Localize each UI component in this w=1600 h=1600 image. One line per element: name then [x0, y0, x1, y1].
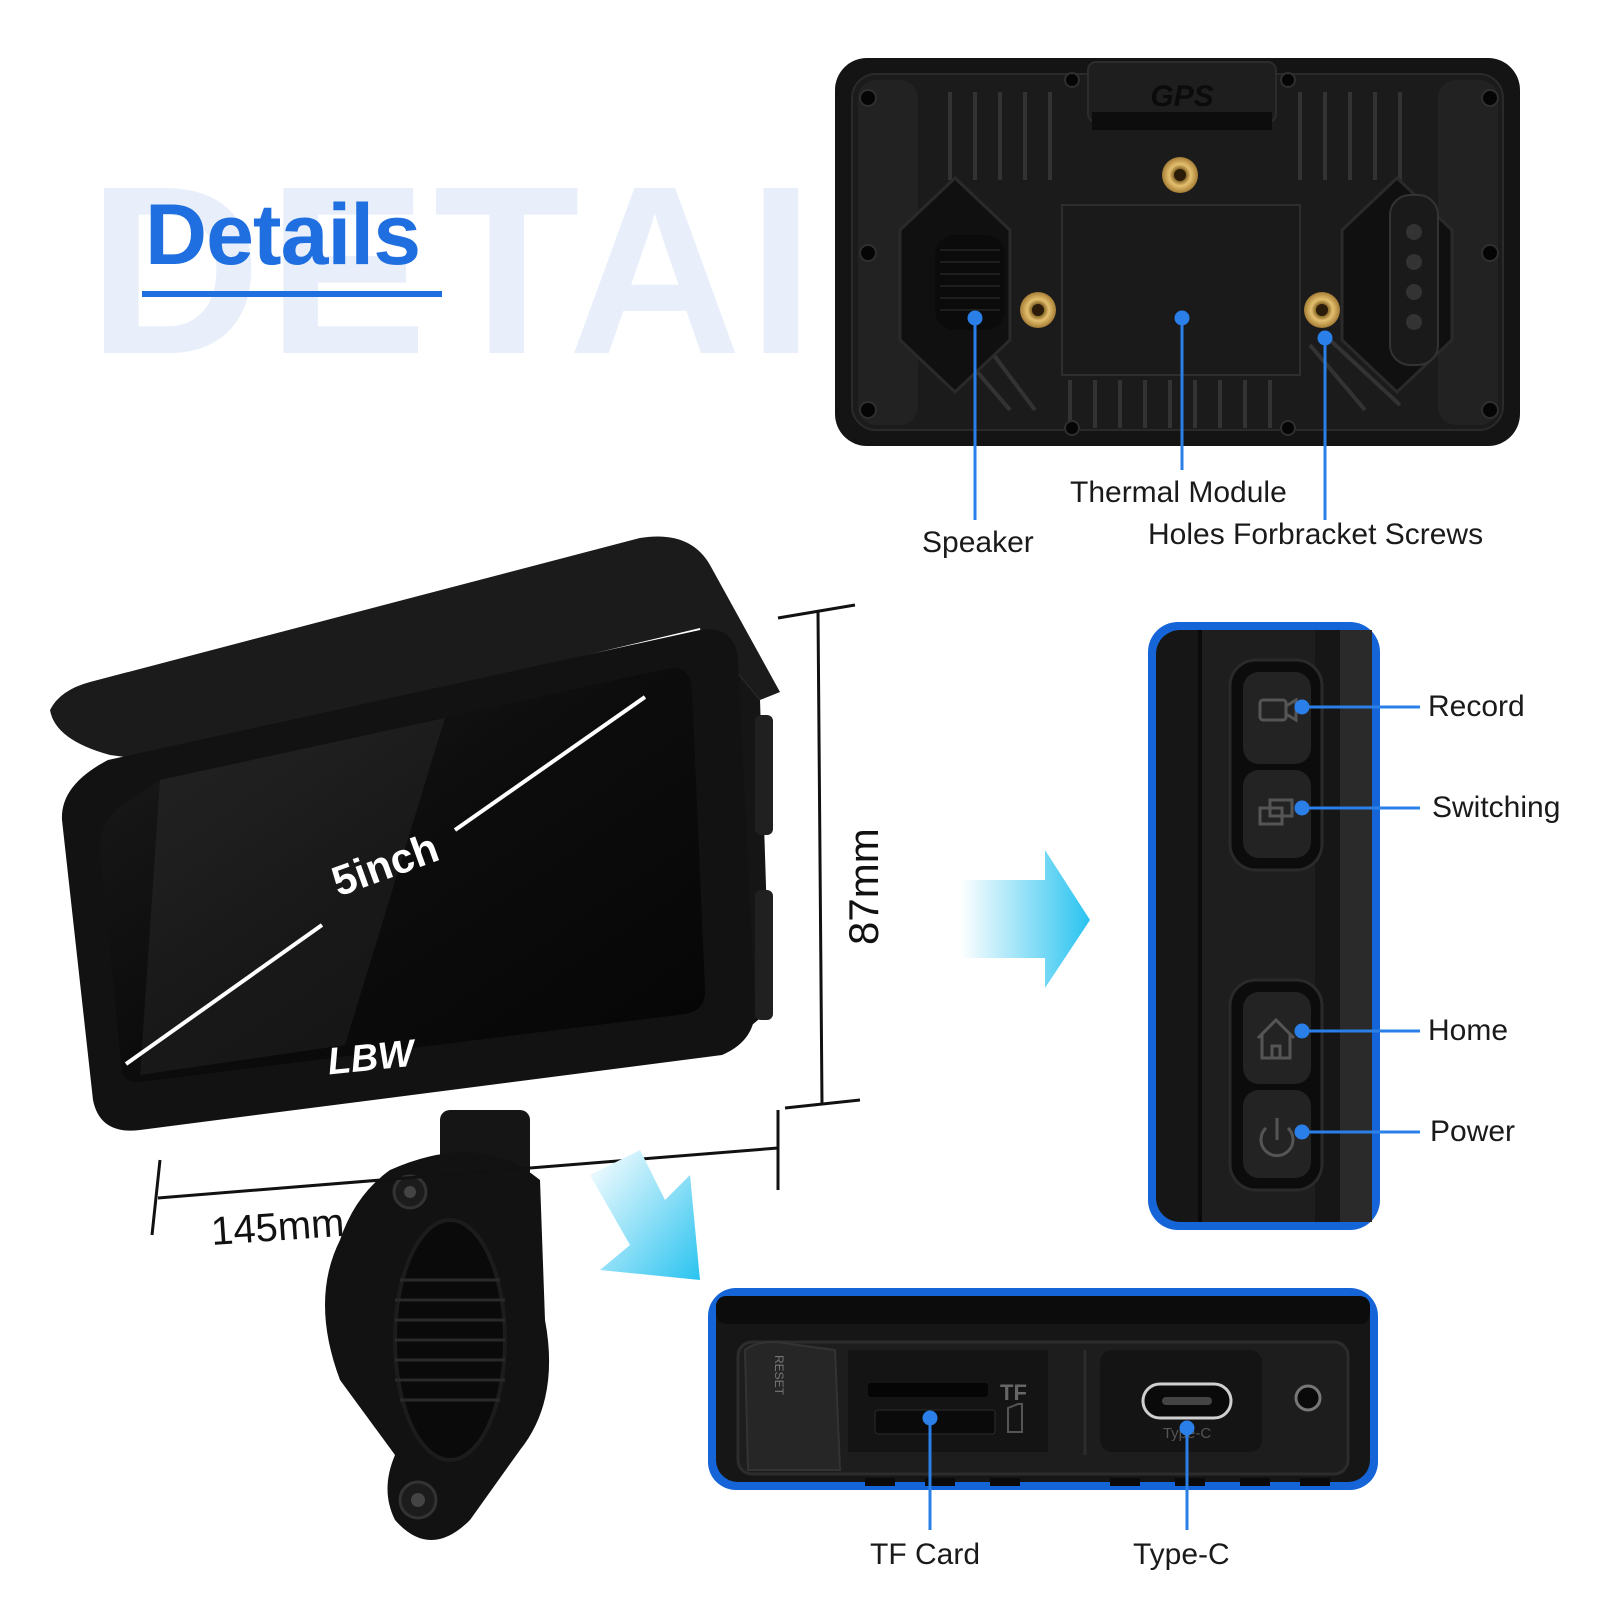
arrow-right-icon	[960, 850, 1090, 988]
bottom-callout-lines	[922, 1410, 1195, 1530]
brand-logo: LBW	[326, 1032, 420, 1083]
gps-label: GPS	[1150, 80, 1213, 113]
side-buttons-closeup	[1148, 622, 1380, 1230]
thermal-module-label: Thermal Module	[1070, 476, 1287, 509]
width-dimension: 145mm	[210, 1201, 346, 1254]
background-watermark: DETAIL	[88, 136, 973, 404]
type-c-label: Type-C	[1133, 1538, 1230, 1571]
switching-label: Switching	[1432, 791, 1561, 824]
back-callout-lines	[967, 310, 1333, 520]
device-back-view	[835, 58, 1520, 446]
title-underline	[142, 291, 442, 297]
dimension-lines	[150, 603, 861, 1236]
home-icon	[1256, 1017, 1296, 1060]
bottom-ports-closeup	[708, 1288, 1378, 1490]
page-title: Details	[145, 187, 421, 283]
record-icon	[1258, 697, 1298, 723]
speaker-label: Speaker	[922, 526, 1034, 559]
power-label: Power	[1430, 1115, 1516, 1148]
arrow-down-right-icon	[590, 1150, 700, 1280]
reset-text: RESET	[772, 1355, 786, 1396]
home-label: Home	[1428, 1014, 1509, 1047]
tf-card-label: TF Card	[870, 1538, 981, 1571]
device-front-view	[50, 536, 780, 1540]
bracket-holes-label: Holes Forbracket Screws	[1148, 518, 1484, 551]
power-icon	[1259, 1118, 1295, 1158]
tf-slot-text: TF	[1000, 1380, 1027, 1405]
side-callout-lines	[1294, 699, 1420, 1140]
height-dimension: 87mm	[840, 828, 887, 945]
record-label: Record	[1428, 690, 1525, 723]
switching-icon	[1258, 798, 1294, 826]
